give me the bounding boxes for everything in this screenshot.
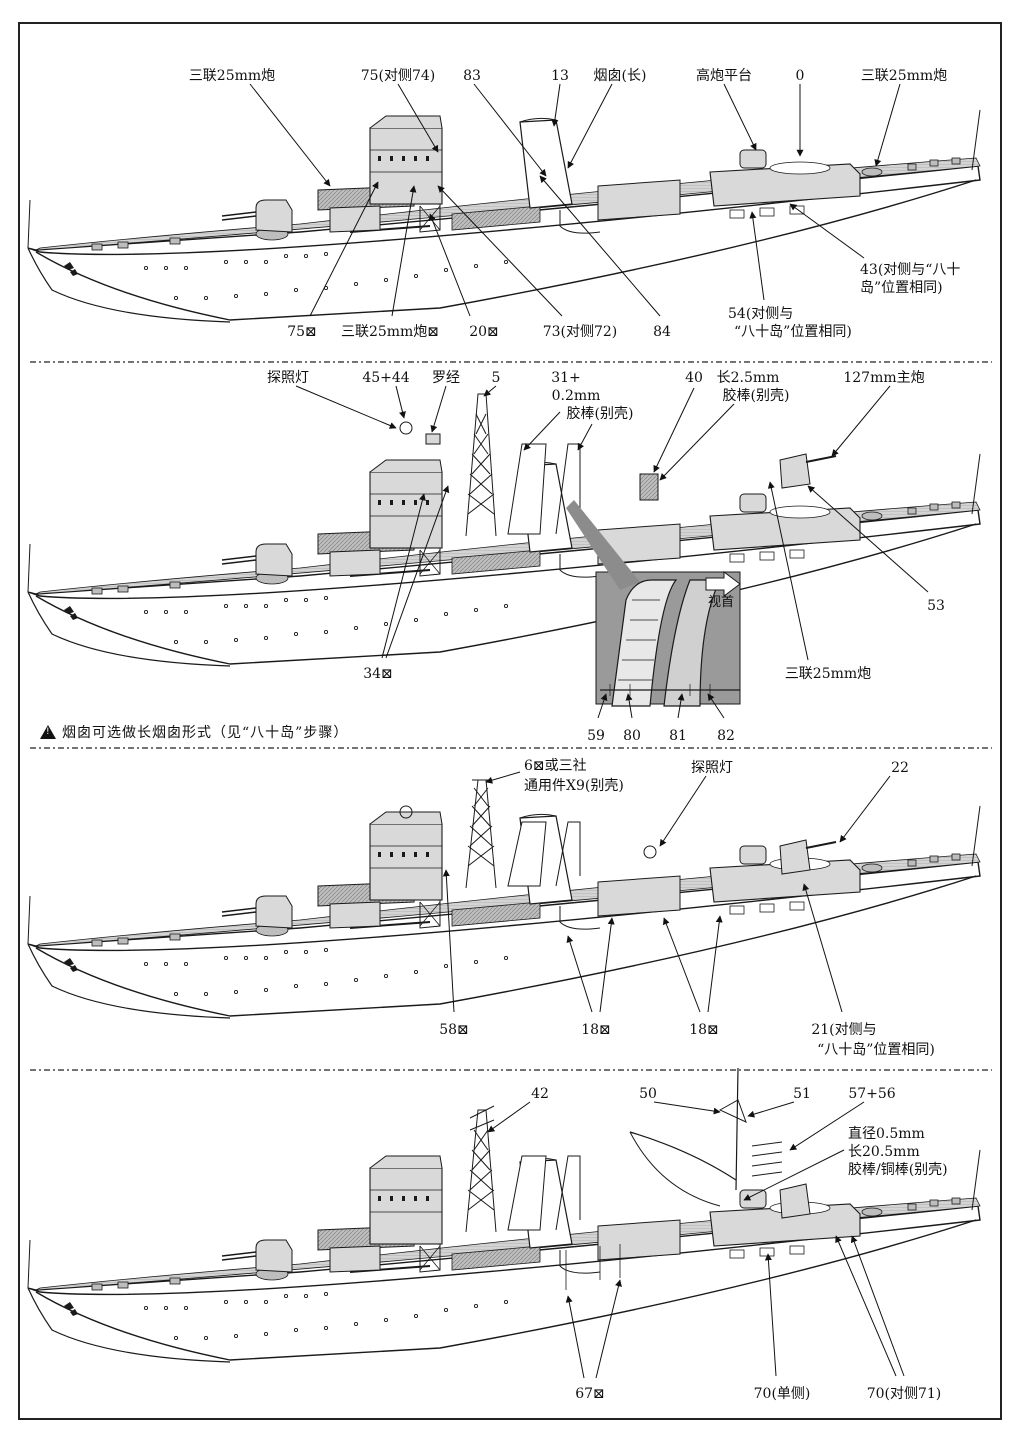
funnel-option-note-text: 烟囱可选做长烟囱形式（见“八十岛”步骤） xyxy=(62,725,349,741)
inset-bow-label: 视首 xyxy=(708,595,735,610)
callout-s4-l6: 长20.5mm xyxy=(848,1144,920,1160)
callout-s1-l11: 54(对侧与 xyxy=(728,306,794,322)
funnel-option-note: 烟囱可选做长烟囱形式（见“八十岛”步骤） xyxy=(40,722,348,742)
callout-s1-l14: 三联25mm炮⊠ xyxy=(340,324,440,340)
callout-s2-l2: 45+44 xyxy=(362,370,410,386)
stage-2-ship xyxy=(27,393,981,667)
callout-s2-l17: 81 xyxy=(669,728,687,744)
callout-s1-l1: 三联25mm炮 xyxy=(188,68,276,84)
stage-3-ship xyxy=(27,779,981,1019)
callout-s4-l9: 70(单侧) xyxy=(753,1386,811,1402)
callout-s3-l4: 22 xyxy=(891,760,909,776)
callout-s4-l8: 67⊠ xyxy=(575,1386,605,1402)
callout-s2-l9: 长2.5mm xyxy=(716,370,780,386)
callout-s2-l18: 82 xyxy=(717,728,735,744)
callout-s2-l14: 三联25mm炮 xyxy=(784,666,872,682)
callout-s2-l8: 40 xyxy=(685,370,703,386)
callout-s3-l5: 58⊠ xyxy=(439,1022,469,1038)
callout-s1-l17: 84 xyxy=(653,324,671,340)
callout-s2-l7: 胶棒(别壳) xyxy=(566,406,634,422)
callout-s2-l10: 胶棒(别壳) xyxy=(722,388,790,404)
callout-s4-l7: 胶棒/铜棒(别壳) xyxy=(848,1162,948,1178)
stage-separators xyxy=(30,361,992,1071)
callout-s1-l6: 高炮平台 xyxy=(696,68,752,84)
callout-s1-l5: 烟囱(长) xyxy=(593,68,647,84)
funnel-detail-inset xyxy=(566,500,741,707)
callout-s2-l16: 80 xyxy=(623,728,641,744)
callout-s1-l9: 43(对侧与“八十 xyxy=(860,262,961,278)
callout-s2-l15: 59 xyxy=(587,728,605,744)
callout-s3-l7: 18⊠ xyxy=(689,1022,719,1038)
callout-s4-l3: 51 xyxy=(793,1086,811,1102)
callout-s2-l11: 127mm主炮 xyxy=(843,370,925,386)
callout-s4-l4: 57+56 xyxy=(848,1086,896,1102)
callout-s1-l13: 75⊠ xyxy=(287,324,317,340)
callout-s2-l4: 5 xyxy=(491,370,501,386)
callout-s1-l16: 73(对侧72) xyxy=(542,324,618,340)
callout-s4-l10: 70(对侧71) xyxy=(866,1386,942,1402)
callout-s3-l1: 6⊠或三社 xyxy=(524,758,587,774)
callout-s3-l2: 通用件X9(别壳) xyxy=(524,778,624,794)
callout-s3-l3: 探照灯 xyxy=(691,760,733,776)
callout-s1-l10: 岛”位置相同) xyxy=(860,280,943,296)
callout-s3-l6: 18⊠ xyxy=(581,1022,611,1038)
callout-s2-l6: 0.2mm xyxy=(551,388,601,404)
callout-s1-l8: 三联25mm炮 xyxy=(860,68,948,84)
callout-s1-l3: 83 xyxy=(463,68,481,84)
callout-s4-l1: 42 xyxy=(531,1086,549,1102)
callout-s2-l13: 34⊠ xyxy=(363,666,393,682)
callout-s3-l8: 21(对侧与 xyxy=(811,1022,877,1038)
stage-4-ship xyxy=(27,1067,981,1363)
stage-1-ship xyxy=(27,109,981,323)
leader-lines xyxy=(249,83,929,1379)
callout-s4-l2: 50 xyxy=(639,1086,657,1102)
callout-s1-l4: 13 xyxy=(551,68,569,84)
page-frame xyxy=(18,22,1002,1420)
callout-s4-l5: 直径0.5mm xyxy=(848,1126,925,1142)
callout-s3-l9: “八十岛”位置相同) xyxy=(817,1042,935,1058)
callout-s1-l15: 20⊠ xyxy=(469,324,499,340)
callout-s2-l5: 31+ xyxy=(551,370,581,386)
callout-s2-l1: 探照灯 xyxy=(267,370,309,386)
callout-s1-l7: 0 xyxy=(795,68,805,84)
warning-icon xyxy=(40,725,56,739)
callout-s2-l3: 罗经 xyxy=(432,370,460,386)
callout-s1-l2: 75(对侧74) xyxy=(360,68,436,84)
callout-s1-l12: “八十岛”位置相同) xyxy=(734,324,852,340)
callout-s2-l12: 53 xyxy=(927,598,945,614)
